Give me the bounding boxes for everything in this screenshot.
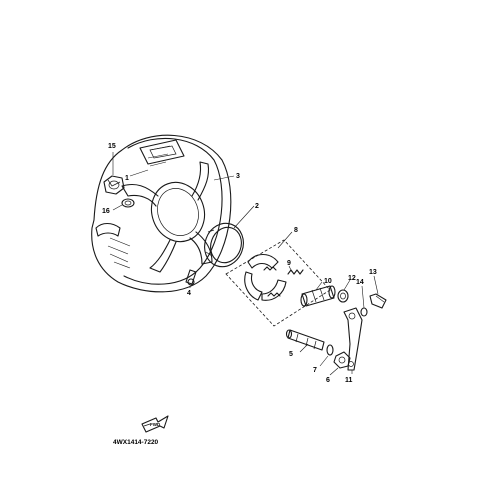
callout-11: 11	[345, 377, 353, 384]
callout-7: 7	[313, 367, 317, 374]
callout-6: 6	[326, 377, 330, 384]
cam-shaft-part-10	[300, 285, 336, 307]
callout-2: 2	[255, 203, 259, 210]
wheel-part-3	[91, 134, 232, 293]
axle-nut-part-6	[333, 351, 351, 369]
spring-part-9	[287, 269, 304, 275]
ring-part-7	[326, 344, 334, 356]
callout-labels: 15 1 3 16 2 8 9 4 10 13 12 14 5 7 6 11	[102, 143, 377, 384]
callout-16: 16	[102, 208, 110, 215]
callout-13: 13	[369, 269, 377, 276]
callout-5: 5	[289, 351, 293, 358]
forward-arrow-icon: FWD	[141, 415, 169, 433]
callout-4: 4	[187, 290, 191, 297]
callout-9: 9	[287, 260, 291, 267]
callout-3: 3	[236, 173, 240, 180]
washer-part-14	[360, 307, 368, 317]
axle-part-5	[285, 329, 325, 351]
callout-15: 15	[108, 143, 116, 150]
fwd-label: FWD	[150, 422, 161, 427]
brake-shoe-group-part-8	[225, 239, 331, 327]
callout-14: 14	[356, 279, 364, 286]
washer-part-16	[121, 198, 135, 208]
callout-1: 1	[125, 175, 129, 182]
bolt-part-13	[369, 293, 387, 309]
callout-8: 8	[294, 227, 298, 234]
callout-12: 12	[348, 275, 356, 282]
callout-10: 10	[324, 278, 332, 285]
seal-part-12	[337, 289, 349, 303]
ring-part-2	[204, 222, 244, 268]
nut-part-15	[103, 175, 125, 195]
part-code-label: 4WX1414-7220	[113, 439, 159, 446]
lever-part-11	[343, 307, 363, 371]
leader-lines	[112, 152, 379, 376]
